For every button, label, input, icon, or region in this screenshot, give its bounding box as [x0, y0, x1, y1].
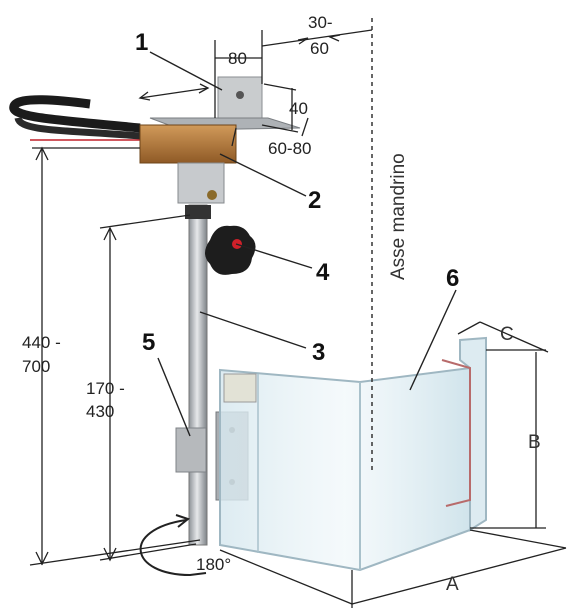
callout-6: 6 [446, 265, 459, 292]
dim-offset-bottom: 60 [310, 39, 329, 58]
dim-depth-c: C [500, 324, 514, 345]
cable [9, 95, 145, 141]
dim-body-span: 60-80 [268, 139, 311, 158]
dim-total-height-top: 440 - [22, 333, 61, 352]
motor-body [139, 124, 237, 204]
dim-bracket-width: 80 [228, 49, 247, 68]
dim-bracket-height: 40 [289, 99, 308, 118]
dim-column-height-top: 170 - [86, 379, 125, 398]
callout-3: 3 [312, 339, 325, 366]
spindle-axis-label: Asse mandrino [388, 153, 409, 280]
dimension-lines [29, 29, 567, 608]
knob [205, 225, 256, 275]
dim-height-b: B [528, 432, 541, 453]
clamp-collar [185, 205, 211, 219]
leader-lines [149, 51, 457, 437]
dim-offset-top: 30- [308, 13, 333, 32]
mounting-bracket [149, 76, 301, 131]
dim-total-height-bottom: 700 [22, 357, 50, 376]
callout-5: 5 [142, 329, 155, 356]
rotation-arrowhead [175, 514, 191, 528]
callout-4: 4 [316, 259, 330, 286]
dim-width-a: A [446, 574, 459, 595]
dim-column-height-bottom: 430 [86, 402, 114, 421]
callout-2: 2 [308, 187, 321, 214]
column-rod [188, 204, 208, 546]
shield [219, 336, 487, 572]
callout-1: 1 [135, 29, 148, 56]
rotation-arrow-icon [139, 519, 207, 577]
dim-rotation: 180° [196, 555, 231, 574]
